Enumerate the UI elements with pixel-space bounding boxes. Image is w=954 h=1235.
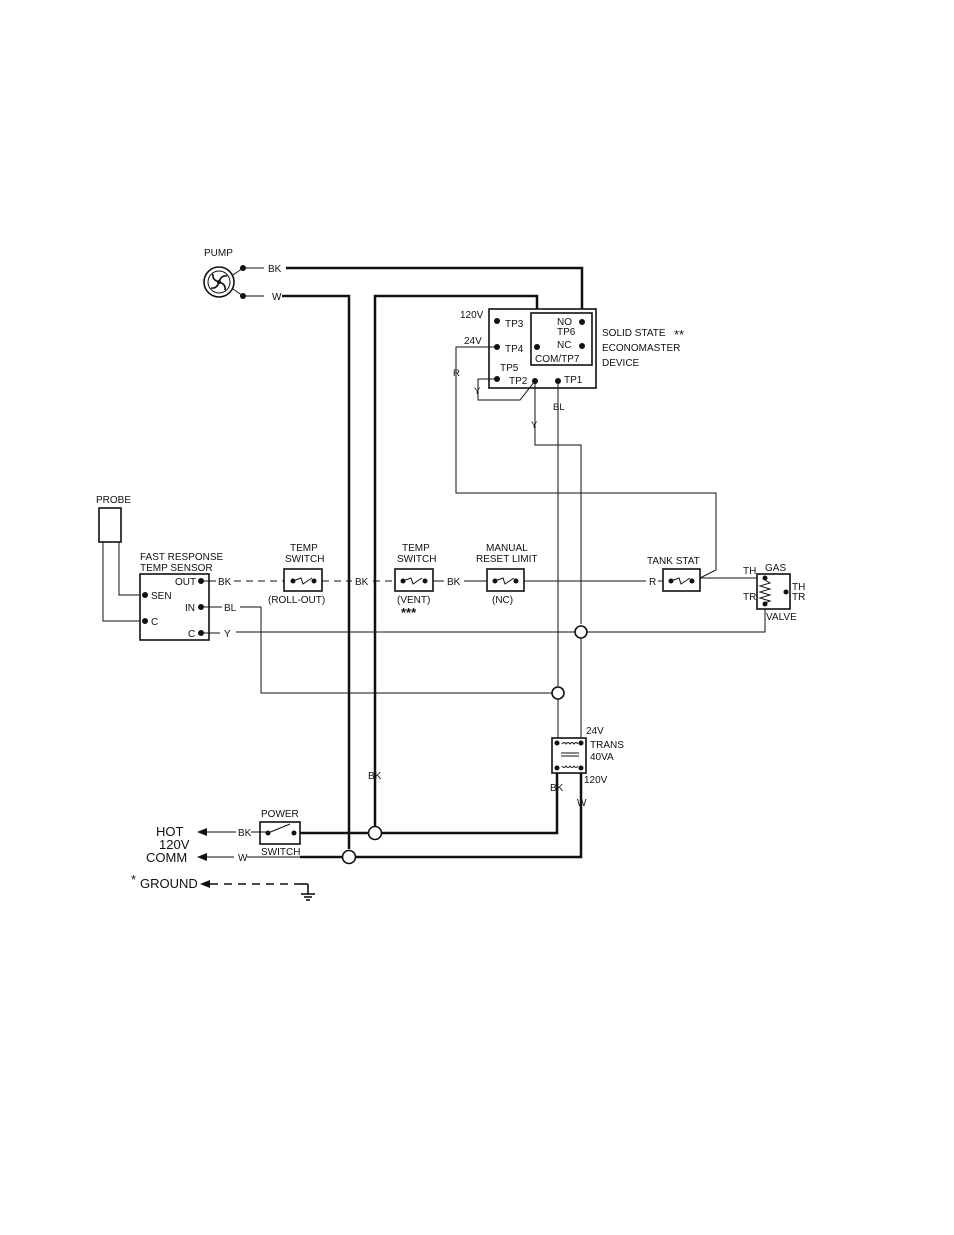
vent-bk-label: BK bbox=[447, 577, 461, 588]
rollout-switch: TEMP SWITCH (ROLL-OUT) BK bbox=[234, 543, 395, 606]
eco-bl-label: BL bbox=[553, 402, 565, 413]
manual-reset-limit: MANUAL RESET LIMIT (NC) R bbox=[476, 543, 663, 606]
tankstat-r-label: R bbox=[649, 577, 656, 588]
sensor-bk-label: BK bbox=[218, 577, 232, 588]
supply-120v-label: 120V bbox=[159, 837, 190, 852]
tp5-label: TP5 bbox=[500, 363, 519, 374]
vertical-bk-label: BK bbox=[368, 771, 382, 782]
junctions bbox=[341, 625, 588, 865]
pump-icon bbox=[203, 266, 235, 298]
supply-labels: HOT 120V COMM * GROUND bbox=[131, 824, 315, 901]
sensor-bl-label: BL bbox=[224, 603, 237, 614]
tankstat-label: TANK STAT bbox=[647, 556, 700, 567]
trans-name: TRANS bbox=[590, 740, 624, 751]
c-right-label: C bbox=[188, 629, 195, 640]
trans-120v: 120V bbox=[584, 775, 608, 786]
eco-title-2: ECONOMASTER bbox=[602, 343, 680, 354]
tp1-label: TP1 bbox=[564, 375, 583, 386]
trans-w: W bbox=[577, 798, 587, 809]
pump-bk-label: BK bbox=[268, 264, 282, 275]
sensor-y-label: Y bbox=[224, 629, 231, 640]
power-bk: BK bbox=[238, 828, 252, 839]
vent-title-2: SWITCH bbox=[397, 554, 436, 565]
power-sub: SWITCH bbox=[261, 847, 300, 858]
tp4-label: TP4 bbox=[505, 344, 524, 355]
eco-y-label: Y bbox=[474, 386, 481, 397]
gas-valve: GAS TH TR TH TR VALVE bbox=[743, 563, 805, 623]
gas-tr-right: TR bbox=[792, 592, 805, 603]
ground-label: GROUND bbox=[140, 876, 198, 891]
manual-sub: (NC) bbox=[492, 595, 513, 606]
power-w: W bbox=[238, 853, 248, 864]
sensor-title-2: TEMP SENSOR bbox=[140, 563, 213, 574]
eco-title-3: DEVICE bbox=[602, 358, 640, 369]
power-title: POWER bbox=[261, 809, 299, 820]
manual-title-2: RESET LIMIT bbox=[476, 554, 538, 565]
gas-tr-left: TR bbox=[743, 592, 756, 603]
eco-title-1: SOLID STATE bbox=[602, 328, 666, 339]
eco-24v-label: 24V bbox=[464, 336, 482, 347]
probe: PROBE bbox=[96, 495, 142, 622]
eco-r-label: R bbox=[453, 368, 460, 379]
trans-24v: 24V bbox=[586, 726, 604, 737]
economaster-device: 120V 24V TP3 TP4 TP5 TP2 TP1 NO TP6 NC C… bbox=[453, 308, 717, 686]
in-label: IN bbox=[185, 603, 195, 614]
probe-body bbox=[98, 507, 122, 543]
tp2-label: TP2 bbox=[509, 376, 528, 387]
vent-stars: *** bbox=[401, 605, 417, 620]
tank-stat: TANK STAT bbox=[647, 556, 757, 592]
gas-th-left: TH bbox=[743, 566, 756, 577]
vent-switch: TEMP SWITCH (VENT) *** BK bbox=[394, 543, 487, 620]
eco-120v-label: 120V bbox=[460, 310, 484, 321]
trans-bk: BK bbox=[550, 783, 564, 794]
transformer: 24V TRANS 40VA 120V BK W bbox=[550, 638, 624, 809]
comm-label: COMM bbox=[146, 850, 187, 865]
no-label: NO bbox=[557, 317, 572, 328]
eco-y2-label: Y bbox=[531, 420, 538, 431]
c-left-label: C bbox=[151, 617, 158, 628]
power-switch: POWER SWITCH BK W bbox=[197, 809, 301, 864]
ground-star: * bbox=[131, 872, 136, 887]
pump-label: PUMP bbox=[204, 248, 233, 259]
trans-rating: 40VA bbox=[590, 752, 614, 763]
rollout-title-1: TEMP bbox=[290, 543, 318, 554]
rollout-sub: (ROLL-OUT) bbox=[268, 595, 325, 606]
gas-label: GAS bbox=[765, 563, 786, 574]
com-tp7-label: COM/TP7 bbox=[535, 354, 580, 365]
pump-w-label: W bbox=[272, 292, 282, 303]
hot-label: HOT bbox=[156, 824, 184, 839]
nc-label: NC bbox=[557, 340, 571, 351]
eco-title-stars: ** bbox=[674, 327, 684, 342]
vent-title-1: TEMP bbox=[402, 543, 430, 554]
vent-sub: (VENT) bbox=[397, 595, 430, 606]
manual-title-1: MANUAL bbox=[486, 543, 528, 554]
gas-th-right: TH bbox=[792, 582, 805, 593]
probe-label: PROBE bbox=[96, 495, 131, 506]
rollout-bk-label: BK bbox=[355, 577, 369, 588]
sensor-title-1: FAST RESPONSE bbox=[140, 552, 224, 563]
pump: PUMP BK W bbox=[203, 248, 282, 303]
ground-icon bbox=[301, 893, 315, 901]
tp6-label: TP6 bbox=[557, 327, 576, 338]
temp-sensor: FAST RESPONSE TEMP SENSOR SEN C OUT IN C… bbox=[139, 552, 766, 694]
tp3-label: TP3 bbox=[505, 319, 524, 330]
out-label: OUT bbox=[175, 577, 196, 588]
valve-label: VALVE bbox=[766, 612, 797, 623]
sen-label: SEN bbox=[151, 591, 172, 602]
rollout-title-2: SWITCH bbox=[285, 554, 324, 565]
